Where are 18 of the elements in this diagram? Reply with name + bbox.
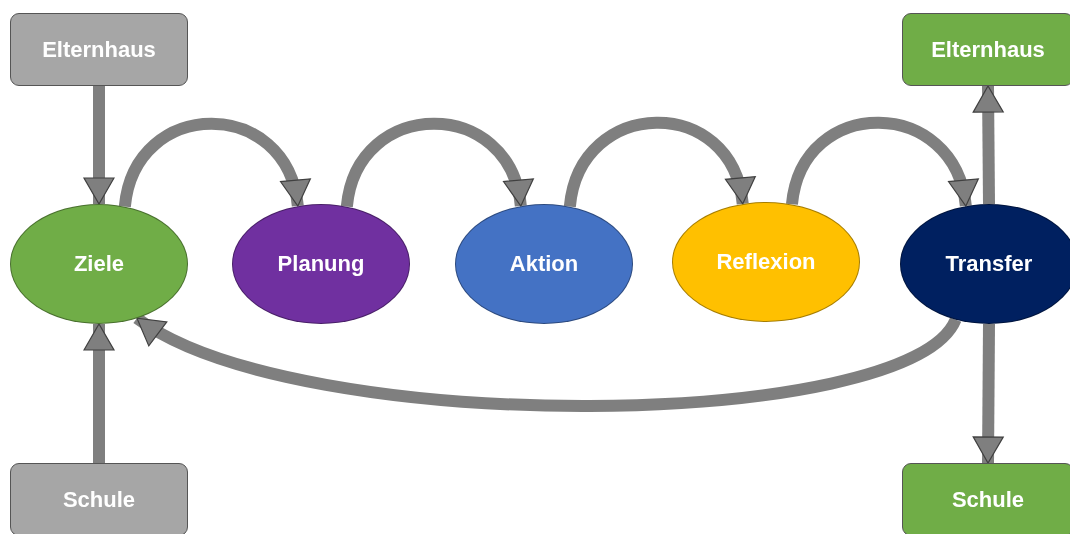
source-box — [902, 13, 1070, 86]
source-box — [902, 463, 1070, 534]
node-label: Reflexion — [716, 249, 816, 275]
arrow — [83, 86, 115, 205]
node-label: Elternhaus — [42, 36, 156, 63]
node-label: Aktion — [509, 251, 579, 277]
arrow — [83, 323, 115, 463]
arrow — [134, 313, 961, 412]
node-label: Elternhaus — [931, 36, 1045, 63]
arrow — [972, 85, 1004, 205]
node-label: Planung — [277, 251, 365, 277]
source-box — [10, 463, 188, 534]
source-box — [10, 13, 188, 86]
node-label: Ziele — [73, 251, 125, 277]
node-label: Schule — [62, 486, 136, 513]
arrow — [972, 323, 1004, 464]
node-label: Schule — [951, 486, 1025, 513]
node-label: Transfer — [945, 251, 1033, 277]
